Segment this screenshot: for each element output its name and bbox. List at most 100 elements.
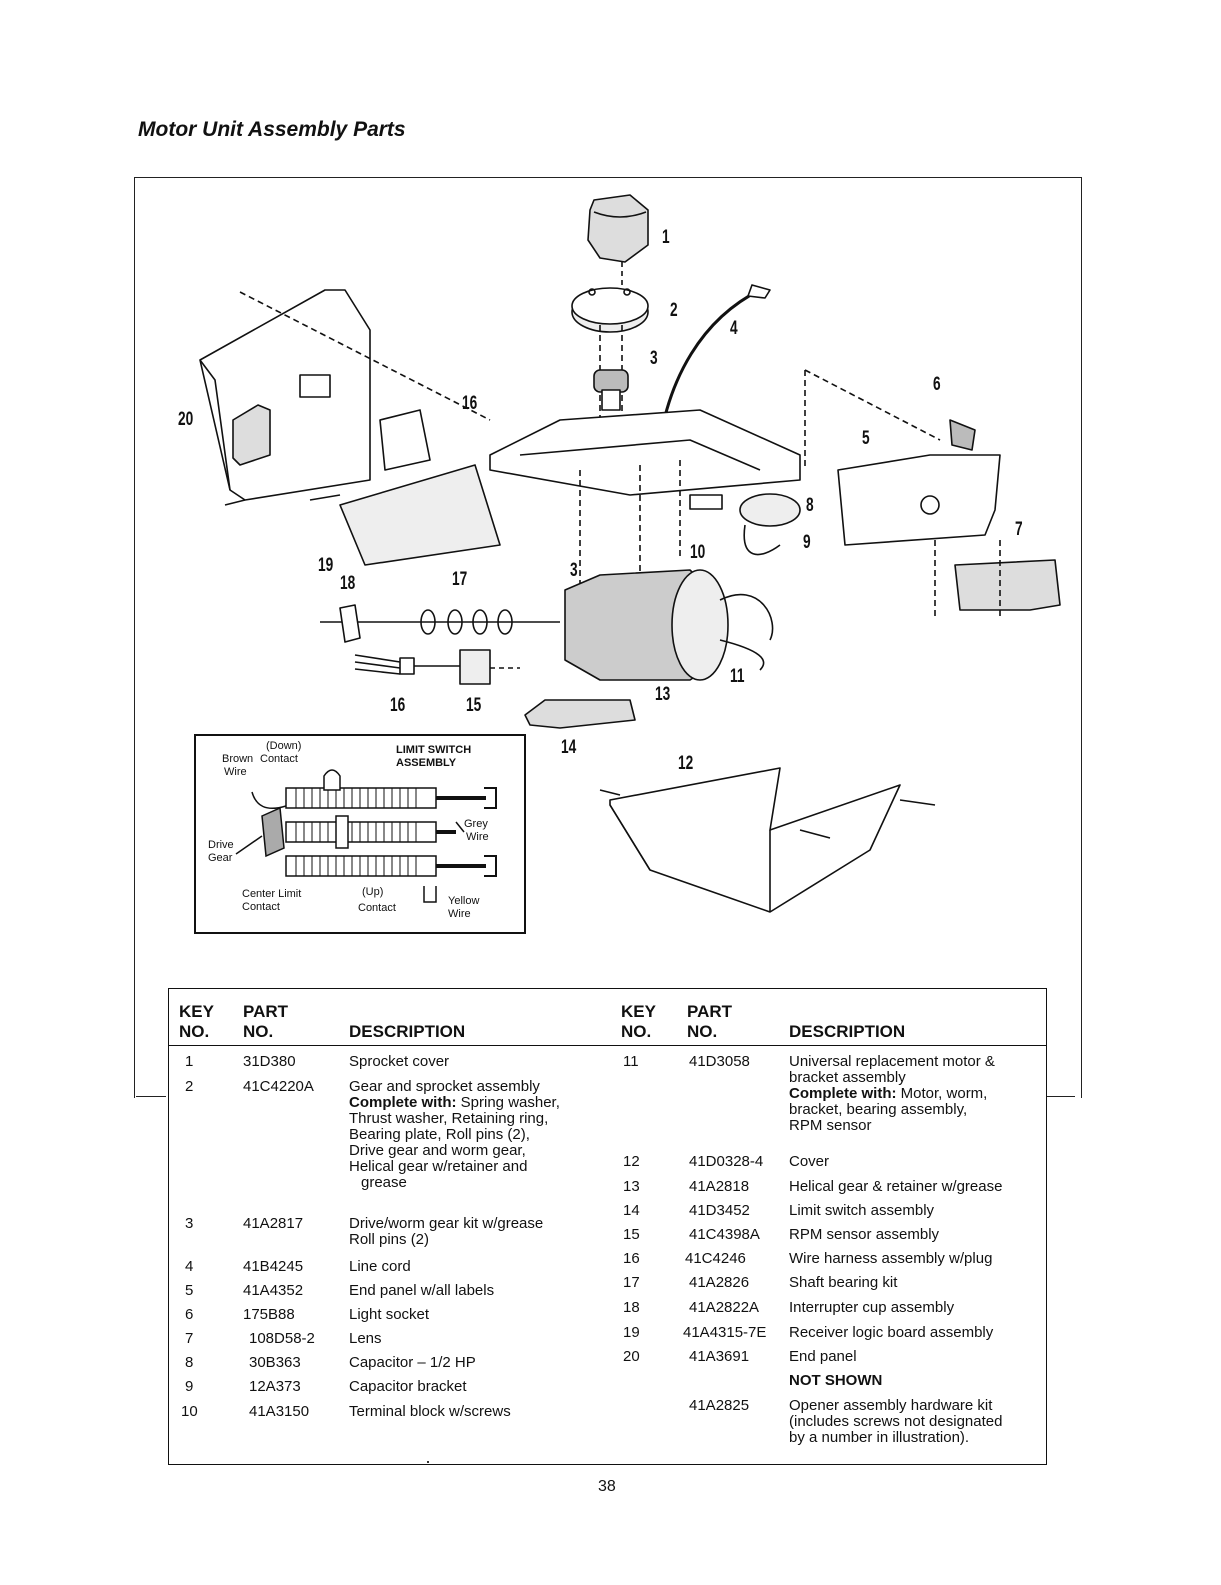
callout-16-board: 16 (462, 393, 478, 414)
header-key-1-right: KEY (621, 1002, 656, 1021)
key-2: 2 (185, 1078, 194, 1095)
part-20: 41A3691 (689, 1348, 750, 1365)
part-11: 41D3058 (689, 1053, 750, 1070)
desc-12: Cover (789, 1153, 830, 1170)
header-divider (169, 1045, 1046, 1046)
part-7: 108D58-2 (249, 1330, 315, 1347)
header-key-2-left: NO. (179, 1022, 210, 1041)
callout-9: 9 (803, 532, 811, 553)
header-part-1-left: PART (243, 1002, 289, 1021)
key-15: 15 (623, 1226, 640, 1243)
key-1: 1 (185, 1053, 194, 1070)
callout-3: 3 (650, 348, 658, 369)
header-part-1-right: PART (687, 1002, 733, 1021)
not-shown-heading: NOT SHOWN (789, 1372, 883, 1389)
limit-switch-detail (235, 769, 497, 903)
part-9: 12A373 (249, 1378, 301, 1395)
grey-wire-label-1: Grey (464, 818, 488, 830)
desc-19: Receiver logic board assembly (789, 1324, 994, 1341)
callout-18: 18 (340, 573, 356, 594)
desc-14: Limit switch assembly (789, 1202, 935, 1219)
header-key-2-right: NO. (621, 1022, 652, 1041)
desc-9: Capacitor bracket (349, 1378, 467, 1395)
drive-gear-label-1: Drive (208, 839, 234, 851)
desc-7: Lens (349, 1330, 382, 1347)
callout-6: 6 (933, 374, 941, 395)
desc-1: Sprocket cover (349, 1053, 450, 1070)
key-11: 11 (623, 1053, 639, 1070)
yellow-wire-label-2: Wire (448, 908, 471, 920)
desc-17: Shaft bearing kit (789, 1274, 898, 1291)
brown-wire-label-2: Wire (224, 766, 247, 778)
part-8: 30B363 (249, 1354, 301, 1371)
part-4: 41B4245 (243, 1258, 304, 1275)
down-contact-label-2: Contact (260, 753, 298, 765)
key-12: 12 (623, 1153, 640, 1170)
limit-switch-drawing (524, 699, 636, 729)
part-18: 41A2822A (689, 1299, 760, 1316)
shaft-bearing-drawing (320, 604, 560, 643)
lens-drawing (954, 559, 1061, 611)
inset-title-1: LIMIT SWITCH (396, 744, 472, 756)
key-7: 7 (185, 1330, 194, 1347)
part-2: 41C4220A (243, 1078, 314, 1095)
callout-7: 7 (1015, 519, 1023, 540)
sprocket-cover-drawing (587, 194, 649, 290)
callout-2: 2 (670, 300, 678, 321)
desc-16: Wire harness assembly w/plug (789, 1250, 993, 1267)
callout-3-motor: 3 (570, 560, 578, 581)
key-19: 19 (623, 1324, 640, 1341)
callout-19: 19 (318, 555, 334, 576)
callout-1: 1 (662, 227, 670, 248)
brown-wire-label-1: Brown (222, 753, 254, 765)
desc-hardware-kit: Opener assembly hardware kit (includes s… (789, 1397, 1003, 1446)
desc-10: Terminal block w/screws (349, 1403, 511, 1420)
part-17: 41A2826 (689, 1274, 750, 1291)
desc-8: Capacitor – 1/2 HP (349, 1354, 476, 1371)
up-contact-label-2: Contact (358, 902, 396, 914)
part-16: 41C4246 (685, 1250, 746, 1267)
gear-plate-drawing (571, 287, 649, 420)
callout-10: 10 (690, 542, 706, 563)
callout-11: 11 (730, 666, 745, 687)
frame-tick-left (136, 1096, 166, 1097)
inset-title-2: ASSEMBLY (396, 757, 457, 769)
logic-board-drawing (339, 409, 501, 566)
part-3: 41A2817 (243, 1215, 304, 1232)
capacitor-drawing (689, 493, 801, 556)
header-desc-left: DESCRIPTION (349, 1022, 466, 1041)
left-end-panel-drawing (199, 289, 491, 506)
grey-wire-label-2: Wire (466, 831, 489, 843)
key-18: 18 (623, 1299, 640, 1316)
key-14: 14 (623, 1202, 640, 1219)
part-19: 41A4315-7E (683, 1324, 767, 1341)
key-5: 5 (185, 1282, 194, 1299)
scan-speck (427, 1461, 429, 1463)
callout-13: 13 (655, 684, 671, 705)
yellow-wire-label-1: Yellow (448, 895, 480, 907)
callout-20: 20 (178, 409, 194, 430)
center-limit-label-1: Center Limit (242, 888, 302, 900)
callout-16-harness: 16 (390, 695, 406, 716)
callout-15: 15 (466, 695, 482, 716)
key-13: 13 (623, 1178, 640, 1195)
header-desc-right: DESCRIPTION (789, 1022, 906, 1041)
key-20: 20 (623, 1348, 640, 1365)
callout-8: 8 (806, 495, 814, 516)
motor-drawing (564, 569, 774, 681)
part-12: 41D0328-4 (689, 1153, 764, 1170)
drive-gear-drawing (593, 369, 629, 411)
frame-tick-right (1045, 1096, 1075, 1097)
parts-table: KEY NO. PART NO. DESCRIPTION KEY NO. PAR… (168, 988, 1047, 1465)
part-hardware-kit: 41A2825 (689, 1397, 750, 1414)
light-socket-drawing (949, 419, 976, 451)
header-part-2-left: NO. (243, 1022, 274, 1041)
page-number: 38 (598, 1478, 616, 1495)
up-contact-label-1: (Up) (362, 886, 384, 898)
callout-4: 4 (730, 318, 738, 339)
cover-drawing (599, 767, 936, 913)
limit-switch-inset: (Down) Contact LIMIT SWITCH ASSEMBLY Bro… (194, 734, 526, 934)
callout-12: 12 (678, 753, 694, 774)
key-6: 6 (185, 1306, 194, 1323)
